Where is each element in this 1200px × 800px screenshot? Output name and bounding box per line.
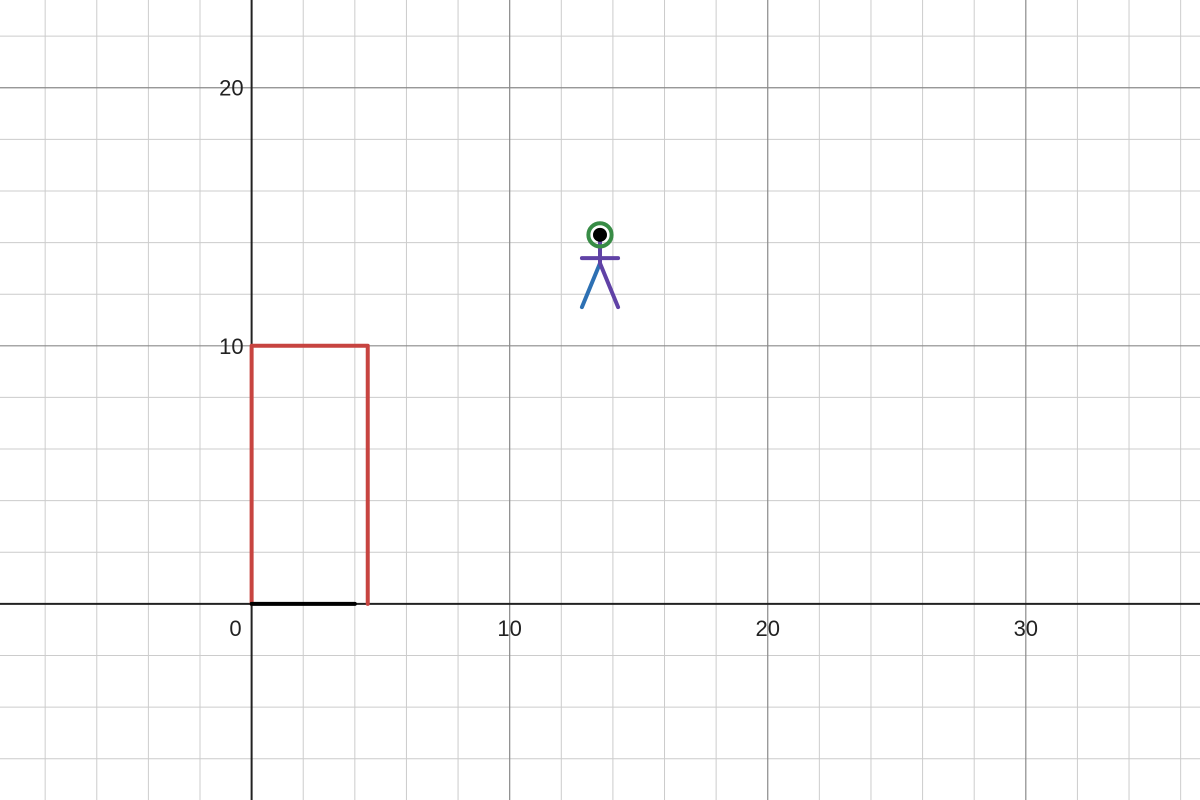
series-layer <box>249 221 621 606</box>
origin-label: 0 <box>229 616 241 641</box>
y-tick-label: 10 <box>219 334 243 359</box>
x-tick-label: 30 <box>1014 616 1038 641</box>
data-point <box>593 227 607 242</box>
series-line <box>579 261 602 310</box>
tick-labels: 0 10 20 30 10 20 <box>219 76 1038 641</box>
x-tick-label: 10 <box>497 616 521 641</box>
head-circle <box>586 221 614 249</box>
x-tick-label: 20 <box>755 616 779 641</box>
y-tick-label: 20 <box>219 76 243 101</box>
series-line <box>249 343 370 606</box>
series-line <box>598 261 621 310</box>
